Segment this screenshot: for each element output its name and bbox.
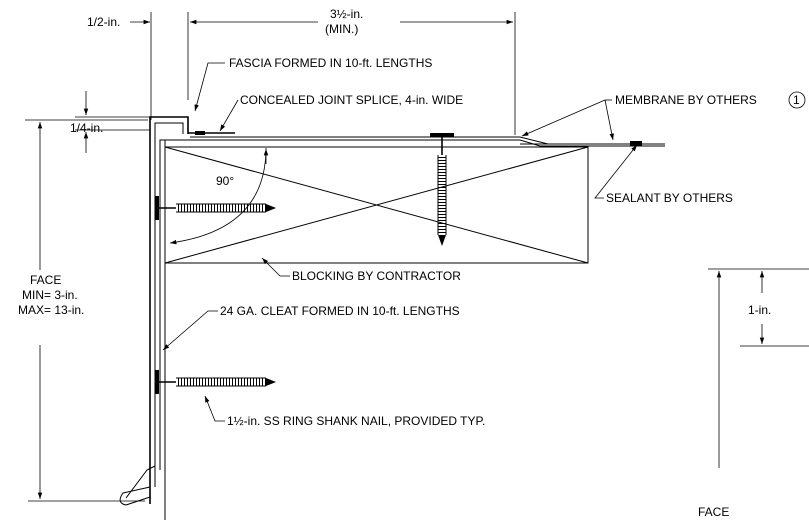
upper-side-nail-icon	[155, 196, 276, 220]
top-nail-icon	[430, 133, 454, 246]
ninety-degree-indicator: 90°	[169, 147, 269, 245]
fascia-label: FASCIA FORMED IN 10-ft. LENGTHS	[229, 56, 432, 70]
membrane-callout: MEMBRANE BY OTHERS 1	[521, 91, 806, 141]
membrane-label: MEMBRANE BY OTHERS	[615, 93, 757, 107]
lower-side-nail-icon	[155, 370, 276, 394]
face-dimension: FACE MIN= 3-in. MAX= 13-in.	[18, 119, 148, 502]
sealant-label: SEALANT BY OTHERS	[606, 191, 733, 205]
min-note-label: (MIN.)	[325, 22, 358, 36]
nail-callout: 1½-in. SS RING SHANK NAIL, PROVIDED TYP.	[204, 395, 485, 428]
half-inch-label: 1/2-in.	[87, 15, 120, 29]
joint-splice-callout: CONCEALED JOINT SPLICE, 4-in. WIDE	[219, 93, 463, 132]
secondary-detail: 1-in. FACE	[698, 268, 809, 519]
cleat-label: 24 GA. CLEAT FORMED IN 10-ft. LENGTHS	[220, 304, 460, 318]
face-title: FACE	[30, 273, 61, 287]
fascia-callout: FASCIA FORMED IN 10-ft. LENGTHS	[194, 56, 432, 112]
joint-splice-label: CONCEALED JOINT SPLICE, 4-in. WIDE	[240, 93, 463, 107]
blocking-callout: BLOCKING BY CONTRACTOR	[261, 257, 461, 283]
sealant-callout: SEALANT BY OTHERS	[594, 144, 733, 205]
quarter-inch-dimension: 1/4-in.	[70, 91, 150, 153]
membrane-layers	[165, 136, 665, 147]
angle-label: 90°	[216, 174, 234, 188]
one-inch-label: 1-in.	[748, 303, 771, 317]
face-min: MIN= 3-in.	[22, 288, 78, 302]
half-inch-dimension: 1/2-in.	[87, 12, 152, 120]
cleat-callout: 24 GA. CLEAT FORMED IN 10-ft. LENGTHS	[162, 304, 460, 351]
membrane-note-number: 1	[793, 93, 800, 107]
blocking-label: BLOCKING BY CONTRACTOR	[292, 269, 461, 283]
bottom-face-label: FACE	[698, 505, 729, 519]
face-max: MAX= 13-in.	[18, 303, 84, 317]
three-half-inch-label: 3½-in.	[330, 7, 363, 21]
nail-label: 1½-in. SS RING SHANK NAIL, PROVIDED TYP.	[227, 414, 485, 428]
blocking	[164, 146, 589, 264]
three-half-inch-dimension: 3½-in. (MIN.)	[187, 7, 516, 135]
quarter-inch-label: 1/4-in.	[70, 121, 103, 135]
